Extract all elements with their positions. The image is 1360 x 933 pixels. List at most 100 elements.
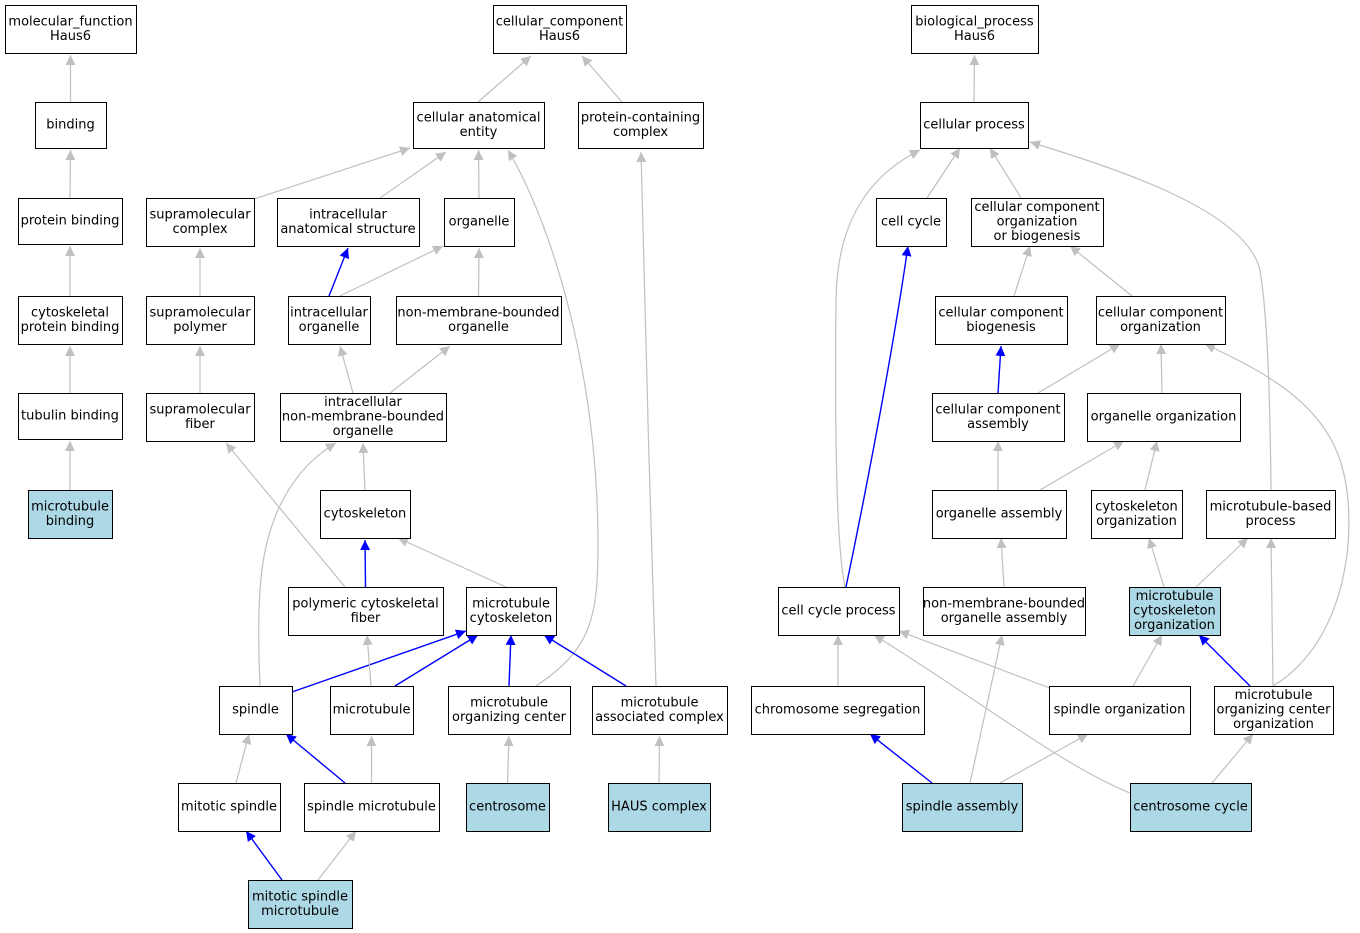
node-label: biological_process xyxy=(915,14,1034,29)
node-org-org[interactable]: organelle organization xyxy=(1087,393,1241,442)
node-label: organization xyxy=(1120,320,1201,335)
node-chrom-seg[interactable]: chromosome segregation xyxy=(751,686,925,735)
edge-mtoco-to-mtco xyxy=(1198,634,1251,687)
node-label: non-membrane-bounded xyxy=(282,410,444,425)
node-label: Haus6 xyxy=(539,29,580,44)
edge-mtoc-to-cae xyxy=(507,149,599,687)
node-spindle[interactable]: spindle xyxy=(219,686,293,735)
edge-microtubule-to-poly_cyto_fiber xyxy=(362,634,373,687)
node-cell-cycle[interactable]: cell cycle xyxy=(876,198,947,247)
node-label: polymer xyxy=(173,320,227,335)
node-box xyxy=(1096,296,1226,345)
node-label: Haus6 xyxy=(954,29,995,44)
node-spindle-org[interactable]: spindle organization xyxy=(1049,686,1191,735)
edge-mt_based-to-cell_process xyxy=(1029,140,1272,491)
edge-mitotic_spindle-to-spindle xyxy=(235,733,252,784)
node-label: organizing center xyxy=(452,710,567,725)
node-cytoskeleton[interactable]: cytoskeleton xyxy=(320,490,411,539)
node-label: chromosome segregation xyxy=(755,703,921,718)
node-ccp[interactable]: cell cycle process xyxy=(778,587,900,636)
edge-spindle-to-mt_cyto xyxy=(291,629,467,693)
edge-spindle_org-to-mtco xyxy=(1132,634,1163,687)
node-box xyxy=(578,102,704,149)
node-box xyxy=(146,198,255,247)
node-label: cytoskeleton xyxy=(470,611,553,626)
node-label: organelle xyxy=(449,215,510,230)
node-cell-process[interactable]: cellular process xyxy=(920,102,1029,149)
edge-cca-to-cco xyxy=(1037,343,1121,394)
node-binding[interactable]: binding xyxy=(35,102,107,149)
edge-cca-to-ccb xyxy=(995,345,1006,394)
node-label: microtubule xyxy=(31,499,109,514)
node-spindle-mt[interactable]: spindle microtubule xyxy=(304,783,440,832)
node-tubulin-binding[interactable]: tubulin binding xyxy=(18,393,123,440)
node-label: microtubule xyxy=(261,904,339,919)
node-spindle-assembly[interactable]: spindle assembly xyxy=(902,783,1023,832)
node-mitotic-spindle[interactable]: mitotic spindle xyxy=(178,783,281,832)
node-label: centrosome xyxy=(469,800,546,815)
edge-intra_org-to-organelle xyxy=(339,245,444,297)
node-inmbo[interactable]: intracellularnon-membrane-boundedorganel… xyxy=(280,393,447,442)
edge-cyto_org-to-org_org xyxy=(1144,440,1160,491)
edge-spindle_assembly-to-spindle_org xyxy=(999,733,1089,784)
node-org-assembly[interactable]: organelle assembly xyxy=(932,490,1067,539)
node-haus[interactable]: HAUS complex xyxy=(608,783,711,832)
node-box xyxy=(971,198,1104,247)
edge-microtubule-to-mt_cyto xyxy=(394,634,479,687)
node-box xyxy=(18,393,123,440)
edge-cell_cycle-to-cell_process xyxy=(926,147,961,199)
node-box xyxy=(146,393,255,442)
node-label: mitotic spindle xyxy=(181,800,277,815)
node-label: non-membrane-bounded xyxy=(397,305,559,320)
node-protein-binding[interactable]: protein binding xyxy=(18,198,123,245)
node-label: protein-containing xyxy=(581,110,700,125)
node-label: microtubule xyxy=(470,695,548,710)
node-microtubule[interactable]: microtubule xyxy=(330,686,414,735)
node-centrosome-cycle[interactable]: centrosome cycle xyxy=(1130,783,1252,832)
edges-layer xyxy=(65,54,1350,881)
edge-ccob-to-cell_process xyxy=(989,147,1022,199)
node-centrosome[interactable]: centrosome xyxy=(466,783,550,832)
node-box xyxy=(1049,686,1191,735)
edge-mtco-to-mt_based xyxy=(1195,537,1249,588)
node-organelle[interactable]: organelle xyxy=(444,198,515,247)
node-label: polymeric cytoskeletal xyxy=(292,596,438,611)
node-box xyxy=(18,296,123,345)
node-label: fiber xyxy=(351,611,381,626)
edge-organelle-to-cae xyxy=(473,149,484,199)
node-box xyxy=(5,5,137,54)
edge-centrosome_cycle-to-mtoco xyxy=(1211,733,1254,784)
node-label: cytoskeleton xyxy=(1133,604,1216,619)
node-box xyxy=(911,5,1039,54)
edge-haus-to-mt_assoc xyxy=(654,735,665,784)
node-box xyxy=(248,880,353,929)
node-label: spindle organization xyxy=(1054,703,1186,718)
